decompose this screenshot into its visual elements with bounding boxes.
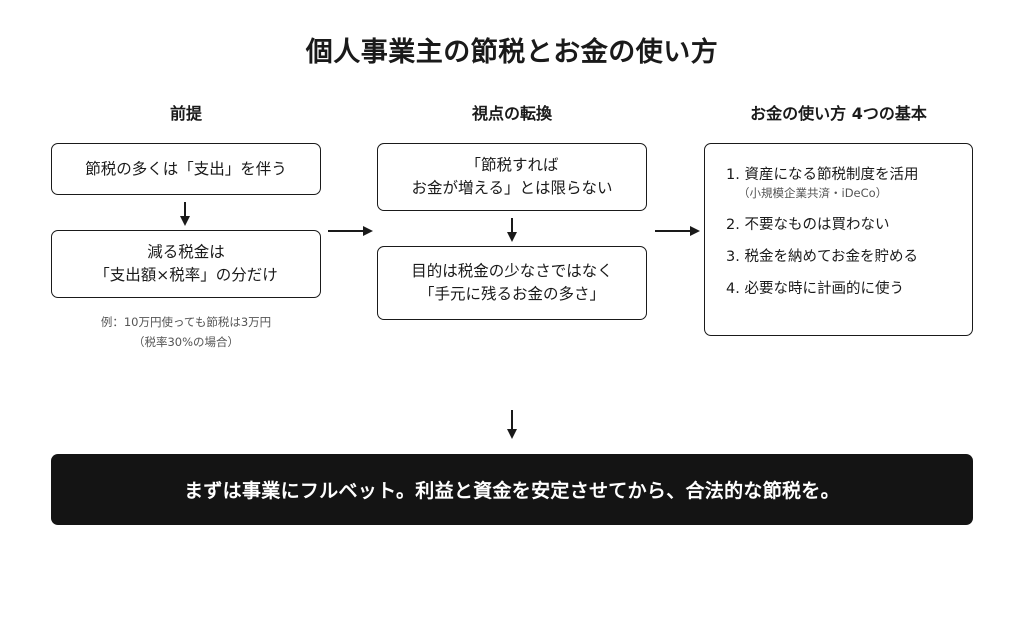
shift-box-misconception: 「節税すれば お金が増える」とは限らない xyxy=(377,143,647,211)
premise-header: 前提 xyxy=(169,104,202,123)
premise-example-note: 例：10万円使っても節税は3万円 （税率30%の場合） xyxy=(51,312,321,352)
basics-item-3: 3. 税金を納めてお金を貯める xyxy=(726,249,919,265)
basics-item-1-sub: （小規模企業共済・iDeCo） xyxy=(738,186,888,200)
basics-header: お金の使い方 4つの基本 xyxy=(750,104,927,123)
premise-box-spending: 節税の多くは「支出」を伴う xyxy=(51,143,321,195)
conclusion-text: まずは事業にフルベット。利益と資金を安定させてから、合法的な節税を。 xyxy=(184,480,840,502)
basics-item-2: 2. 不要なものは買わない xyxy=(726,217,890,233)
shift-box-misconception-line-1: 「節税すれば xyxy=(465,156,559,174)
shift-box-goal: 目的は税金の少なさではなく 「手元に残るお金の多さ」 xyxy=(377,246,647,320)
shift-box-goal-line-2: 「手元に残るお金の多さ」 xyxy=(418,285,605,303)
premise-box-tax-reduction-line-2: 「支出額×税率」の分だけ xyxy=(94,266,278,284)
shift-header: 視点の転換 xyxy=(471,104,552,123)
premise-example-line-1: 例：10万円使っても節税は3万円 xyxy=(100,315,272,329)
basics-item-4: 4. 必要な時に計画的に使う xyxy=(726,281,904,297)
shift-box-goal-line-1: 目的は税金の少なさではなく xyxy=(411,262,613,280)
shift-box-misconception-line-2: お金が増える」とは限らない xyxy=(411,179,613,197)
basics-list-box: 1. 資産になる節税制度を活用 （小規模企業共済・iDeCo） 2. 不要なもの… xyxy=(704,143,973,336)
conclusion-banner: まずは事業にフルベット。利益と資金を安定させてから、合法的な節税を。 xyxy=(51,454,973,525)
page-title: 個人事業主の節税とお金の使い方 xyxy=(305,37,719,68)
premise-box-tax-reduction: 減る税金は 「支出額×税率」の分だけ xyxy=(51,230,321,298)
premise-box-spending-line-1: 節税の多くは「支出」を伴う xyxy=(85,159,287,178)
basics-item-1: 1. 資産になる節税制度を活用 xyxy=(726,167,919,183)
premise-example-line-2: （税率30%の場合） xyxy=(132,335,240,349)
premise-box-tax-reduction-line-1: 減る税金は xyxy=(147,243,225,261)
